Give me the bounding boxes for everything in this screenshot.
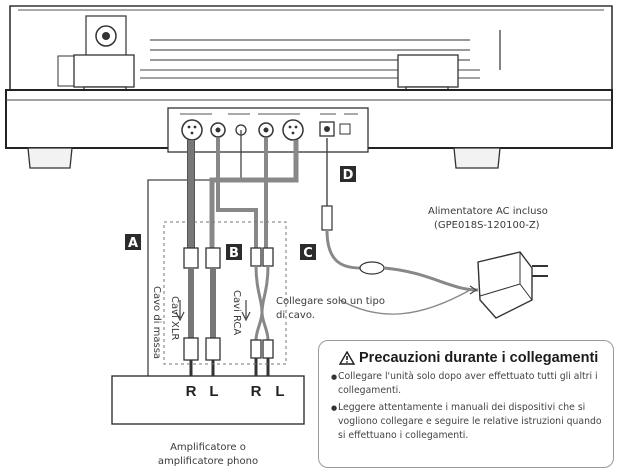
power-cable <box>321 138 548 319</box>
caution-box: Precauzioni durante i collegamenti Colle… <box>318 340 614 468</box>
badge-c: C <box>300 244 316 261</box>
amplifier-label: Amplificatore o <box>170 442 246 453</box>
svg-text:C: C <box>303 246 313 261</box>
adapter-model: (GPE018S-120100-Z) <box>434 220 540 231</box>
channel-label: R <box>186 383 197 400</box>
channel-label: L <box>209 383 218 400</box>
badge-a: A <box>125 234 141 251</box>
amplifier <box>111 375 305 425</box>
channel-label: R <box>251 383 262 400</box>
adapter-label: Alimentatore AC incluso <box>428 206 548 217</box>
caution-title-text: Precauzioni durante i collegamenti <box>359 350 599 366</box>
svg-text:A: A <box>128 236 138 251</box>
svg-text:B: B <box>229 246 239 261</box>
caution-bullet: Leggere attentamente i manuali dei dispo… <box>331 401 603 443</box>
connect-one-type-note-2: di cavo. <box>276 310 315 321</box>
caution-title: Precauzioni durante i collegamenti <box>339 350 603 366</box>
caution-bullet: Collegare l'unità solo dopo aver effettu… <box>331 370 603 398</box>
cable-choice-frame <box>163 221 287 365</box>
warning-icon <box>339 351 355 365</box>
xlr-cables <box>183 140 299 376</box>
rca-cables <box>216 138 274 376</box>
turntable <box>5 5 613 169</box>
xlr-cable-label: Cavi XLR <box>169 296 180 340</box>
badge-d: D <box>340 166 356 183</box>
ground-cable-label: Cavo di massa <box>151 286 162 359</box>
connect-one-type-note: Collegare solo un tipo <box>276 296 385 307</box>
badge-b: B <box>226 244 242 261</box>
svg-text:D: D <box>343 168 354 183</box>
rca-cable-label: Cavi RCA <box>231 290 242 335</box>
channel-label: L <box>275 383 284 400</box>
direction-arrows <box>175 300 251 322</box>
amplifier-label-2: amplificatore phono <box>158 456 258 467</box>
